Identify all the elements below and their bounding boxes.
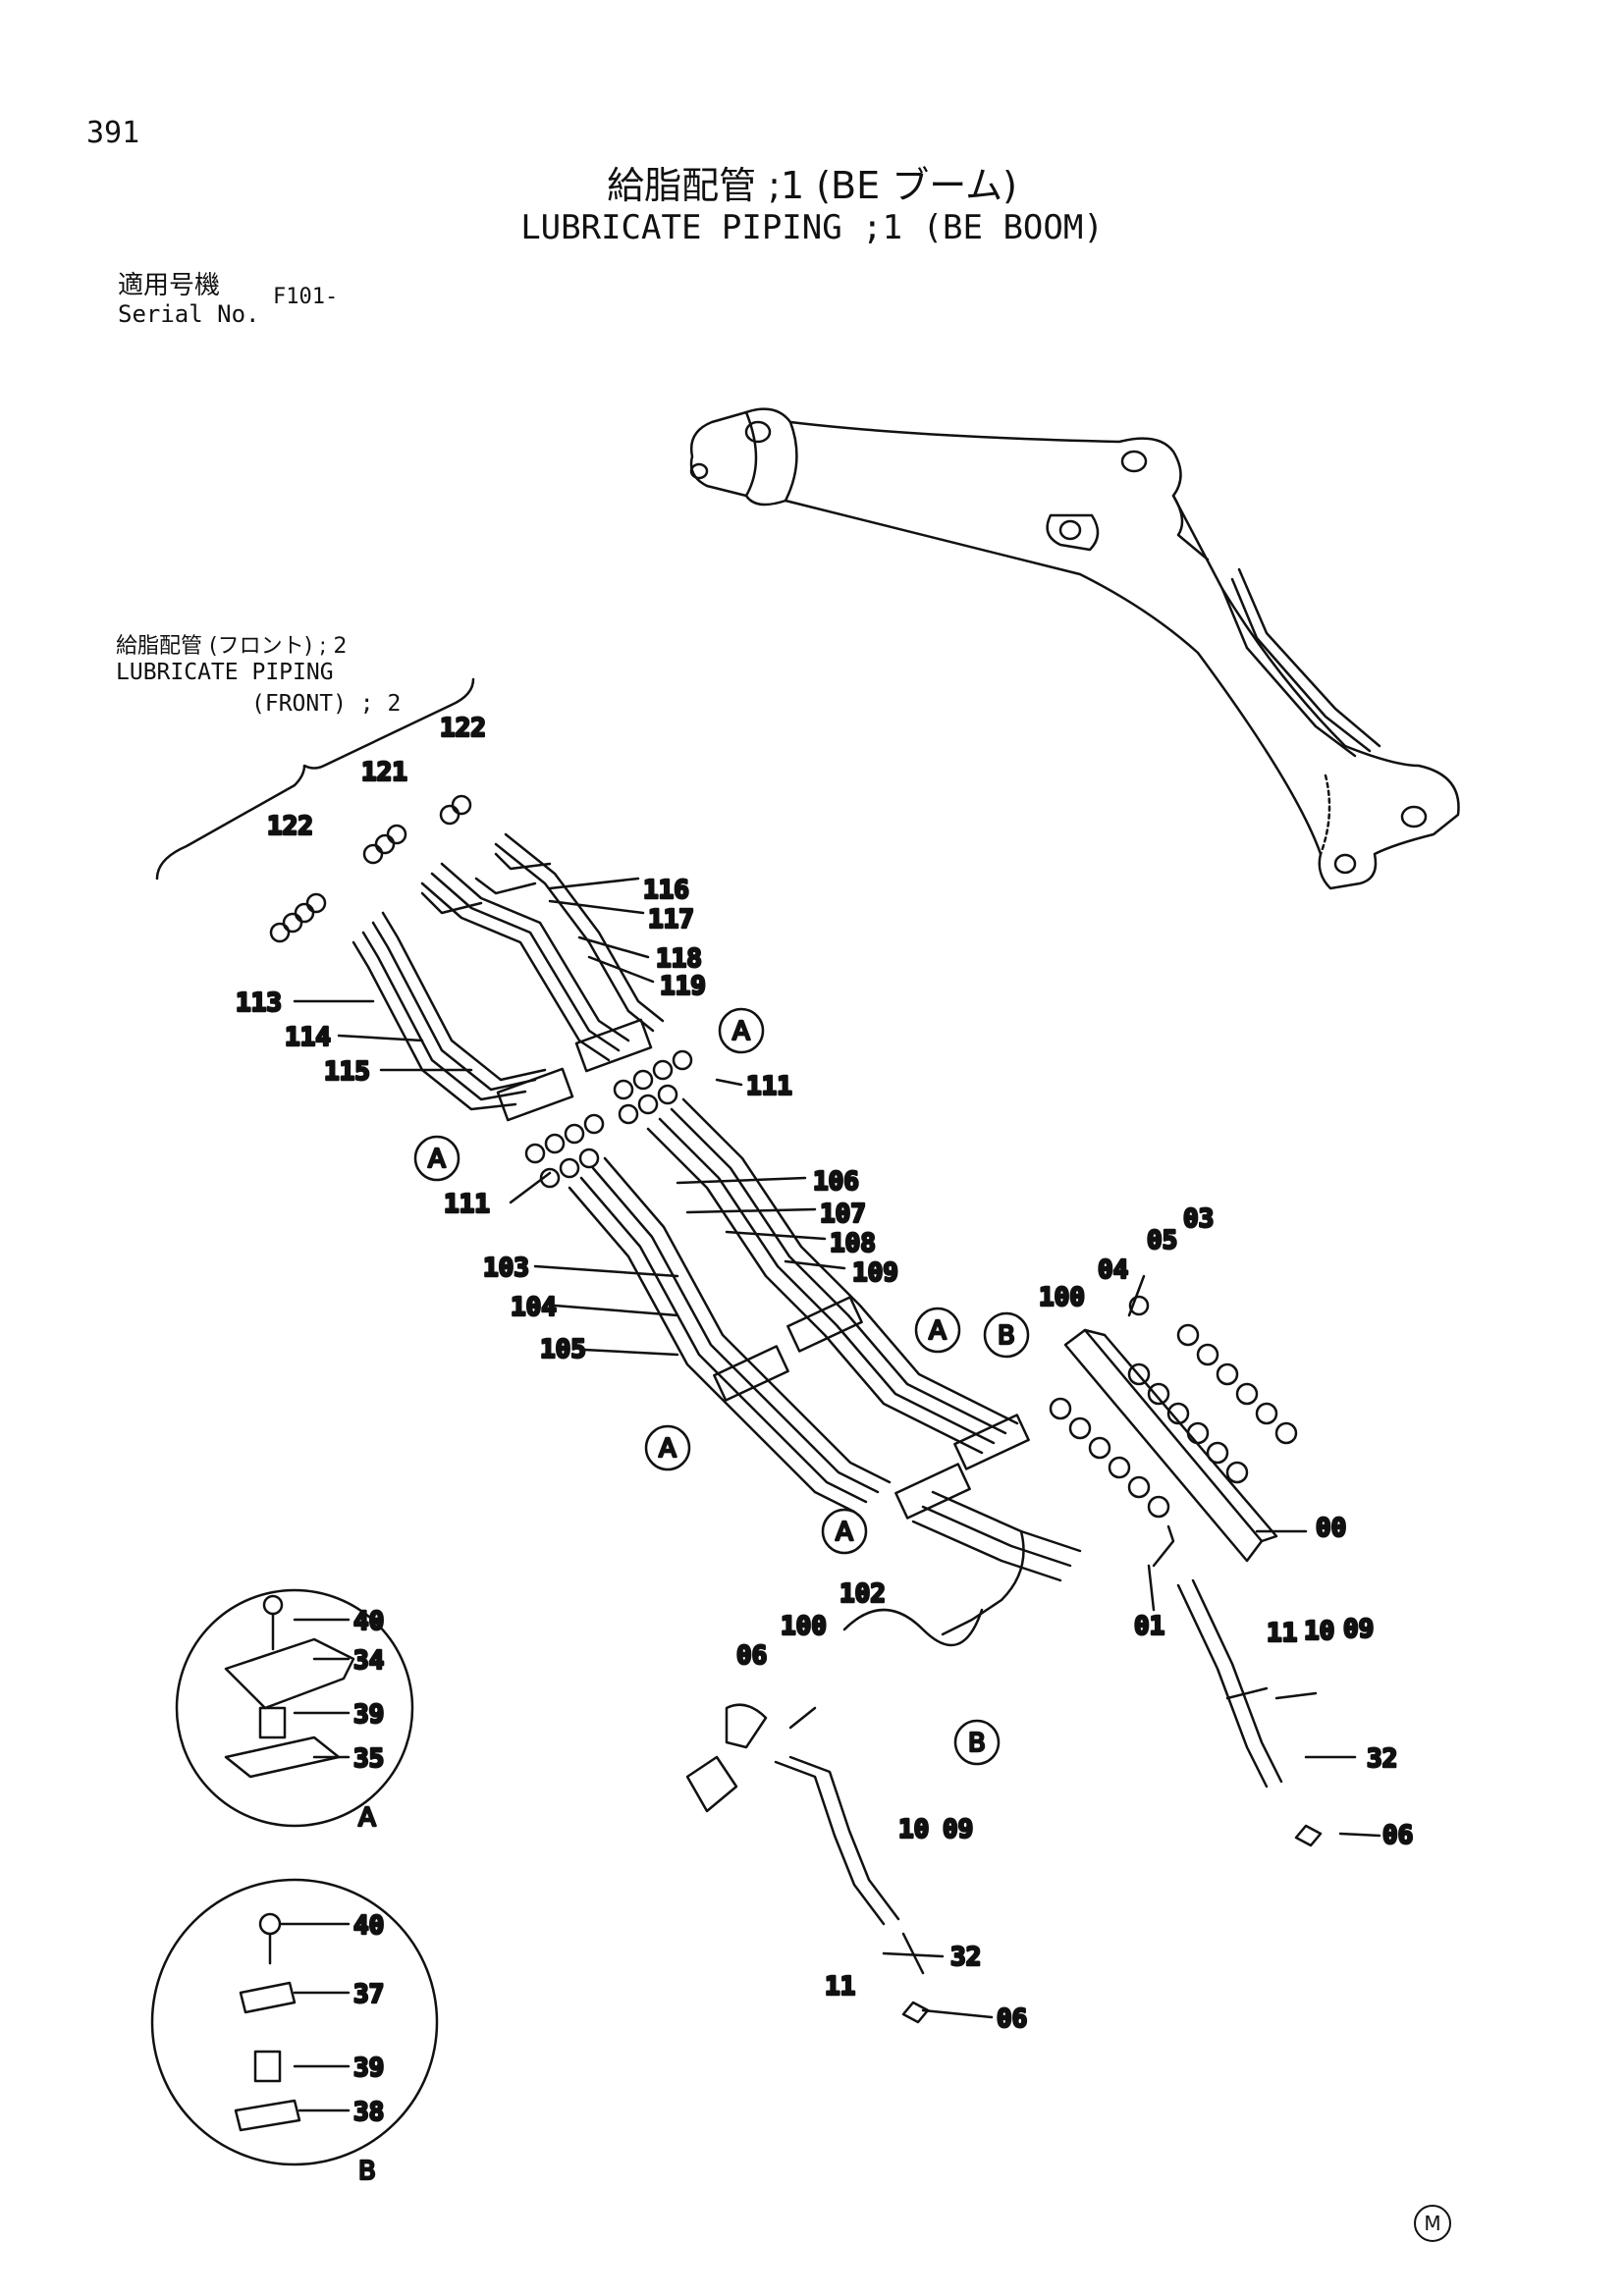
page-title-english: LUBRICATE PIPING ;1 (BE BOOM) — [520, 208, 1104, 247]
detail-view-a — [175, 1588, 414, 1828]
label-102: 102 — [839, 1579, 886, 1609]
label-01: 01 — [1134, 1612, 1164, 1641]
label-116: 116 — [643, 876, 689, 905]
detail-a-label: A — [358, 1803, 376, 1833]
pipes-lower-group — [568, 1097, 1082, 1636]
label-114: 114 — [285, 1023, 331, 1052]
label-06-right: 06 — [1382, 1821, 1413, 1850]
label-09-right: 09 — [1343, 1615, 1374, 1644]
callout-b-1: B — [998, 1321, 1015, 1351]
manifold-block — [1049, 1274, 1298, 1568]
label-109: 109 — [852, 1258, 898, 1288]
label-11-bottom: 11 — [825, 1972, 855, 2002]
front-ref-english-line1: LUBRICATE PIPING — [116, 660, 334, 685]
manifold-fittings — [1049, 1295, 1298, 1519]
label-09-bottom: 09 — [943, 1815, 973, 1844]
serial-value: F101- — [273, 285, 339, 309]
callout-a-2: A — [428, 1145, 446, 1174]
front-ref-english-line2: (FRONT) ; 2 — [251, 691, 402, 717]
hoses — [685, 1578, 1323, 2024]
label-06-mid: 06 — [736, 1641, 767, 1671]
callout-a-3: A — [929, 1316, 947, 1346]
label-118: 118 — [656, 944, 702, 974]
detail-b-label: B — [358, 2157, 376, 2186]
manufacturer-mark: M — [1414, 2205, 1451, 2242]
label-111-left: 111 — [444, 1190, 490, 1219]
label-117: 117 — [648, 905, 694, 934]
callout-b-2: B — [968, 1729, 986, 1758]
label-35: 35 — [353, 1744, 384, 1774]
front-ref-japanese: 給脂配管 (フロント) ; 2 — [116, 634, 348, 659]
boom-arm — [689, 407, 1460, 890]
leader-lines — [278, 877, 1381, 2112]
label-100-top: 100 — [1039, 1283, 1085, 1312]
fittings-upper — [269, 794, 693, 1189]
callout-a-5: A — [836, 1518, 853, 1547]
label-32-bottom: 32 — [950, 1943, 981, 1972]
serial-label-japanese: 適用号機 — [118, 271, 221, 300]
callout-a-1: A — [732, 1017, 750, 1046]
page-number: 391 — [86, 116, 140, 150]
label-40-a: 40 — [353, 1607, 384, 1636]
front-group-bracket — [155, 677, 475, 881]
label-111-right: 111 — [746, 1072, 792, 1101]
label-11-right: 11 — [1267, 1619, 1297, 1648]
page-title-japanese: 給脂配管 ;1 (BE ブーム) — [607, 164, 1017, 207]
label-40-b: 40 — [353, 1911, 384, 1941]
label-38: 38 — [353, 2098, 384, 2127]
label-39-a: 39 — [353, 1700, 384, 1730]
label-03: 03 — [1183, 1204, 1214, 1234]
label-106: 106 — [813, 1167, 859, 1197]
label-10-bottom: 10 — [898, 1815, 929, 1844]
label-100-bottom: 100 — [781, 1612, 827, 1641]
label-108: 108 — [830, 1229, 876, 1258]
label-39-b: 39 — [353, 2054, 384, 2083]
label-103: 103 — [483, 1254, 529, 1283]
label-32-right: 32 — [1367, 1744, 1397, 1774]
label-104: 104 — [511, 1293, 557, 1322]
label-122-top: 122 — [440, 714, 486, 743]
part-label-group: 122 121 122 116 117 118 119 113 114 115 … — [235, 713, 1415, 2129]
label-05: 05 — [1147, 1226, 1177, 1255]
label-121: 121 — [361, 758, 407, 787]
callout-letter-group: A A A A A B B A B — [357, 1016, 1016, 2188]
label-37: 37 — [353, 1980, 384, 2009]
label-119: 119 — [660, 972, 706, 1001]
label-04: 04 — [1098, 1255, 1128, 1285]
label-122-left: 122 — [267, 812, 313, 841]
serial-label-english: Serial No. — [118, 300, 260, 328]
label-107: 107 — [820, 1200, 866, 1229]
pipes-upper-group — [269, 794, 693, 1189]
label-00: 00 — [1316, 1514, 1346, 1543]
label-115: 115 — [324, 1057, 370, 1087]
label-34: 34 — [353, 1646, 384, 1676]
label-06-bottom: 06 — [997, 2004, 1027, 2034]
label-105: 105 — [540, 1335, 586, 1364]
label-113: 113 — [236, 988, 282, 1018]
callout-a-4: A — [659, 1434, 677, 1464]
label-10-right: 10 — [1304, 1617, 1334, 1646]
detail-view-b — [150, 1878, 439, 2166]
